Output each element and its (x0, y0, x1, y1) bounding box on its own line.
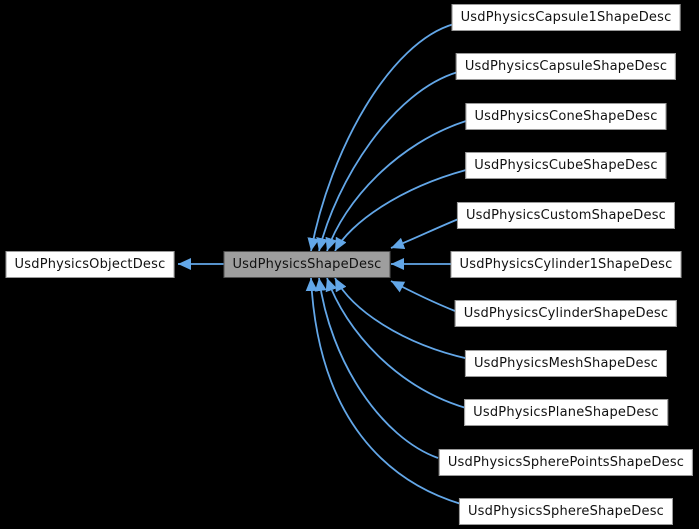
node-usdphysicscubeshapedesc[interactable]: UsdPhysicsCubeShapeDesc (465, 152, 667, 179)
node-usdphysicsshapedesc: UsdPhysicsShapeDesc (223, 251, 391, 278)
arrow-sphereshapedesc-to-shapedesc (305, 277, 462, 505)
node-usdphysicscapsuleshapedesc[interactable]: UsdPhysicsCapsuleShapeDesc (455, 53, 677, 80)
node-usdphysicsobjectdesc[interactable]: UsdPhysicsObjectDesc (5, 251, 175, 278)
node-usdphysicscylindershapedesc[interactable]: UsdPhysicsCylinderShapeDesc (454, 300, 678, 327)
arrow-meshshapedesc-to-shapedesc (334, 277, 470, 360)
node-usdphysicssphereshapedesc[interactable]: UsdPhysicsSphereShapeDesc (458, 498, 674, 525)
node-usdphysicsconeshapedesc[interactable]: UsdPhysicsConeShapeDesc (465, 103, 667, 130)
node-usdphysicscylinder1shapedesc[interactable]: UsdPhysicsCylinder1ShapeDesc (450, 251, 682, 278)
node-usdphysicsplaneshapedesc[interactable]: UsdPhysicsPlaneShapeDesc (464, 399, 668, 426)
node-usdphysicsmeshshapedesc[interactable]: UsdPhysicsMeshShapeDesc (464, 350, 668, 377)
node-usdphysicscapsule1shapedesc[interactable]: UsdPhysicsCapsule1ShapeDesc (451, 4, 681, 31)
arrow-capsuleshapedesc-to-shapedesc (316, 71, 459, 252)
node-usdphysicscustomshapedesc[interactable]: UsdPhysicsCustomShapeDesc (456, 202, 676, 229)
node-usdphysicsspherepointsshapedesc[interactable]: UsdPhysicsSpherePointsShapeDesc (438, 449, 694, 476)
arrow-cubeshapedesc-to-shapedesc (334, 169, 467, 252)
arrow-coneshapedesc-to-shapedesc (325, 120, 467, 252)
arrow-customshapedesc-to-shapedesc (390, 217, 462, 249)
arrow-cylindershapedesc-to-shapedesc (390, 280, 456, 312)
arrow-spherepointsshapedesc-to-shapedesc (314, 277, 439, 459)
arrow-planeshapedesc-to-shapedesc (325, 277, 467, 409)
arrow-capsule1shapedesc-to-shapedesc (307, 23, 455, 252)
